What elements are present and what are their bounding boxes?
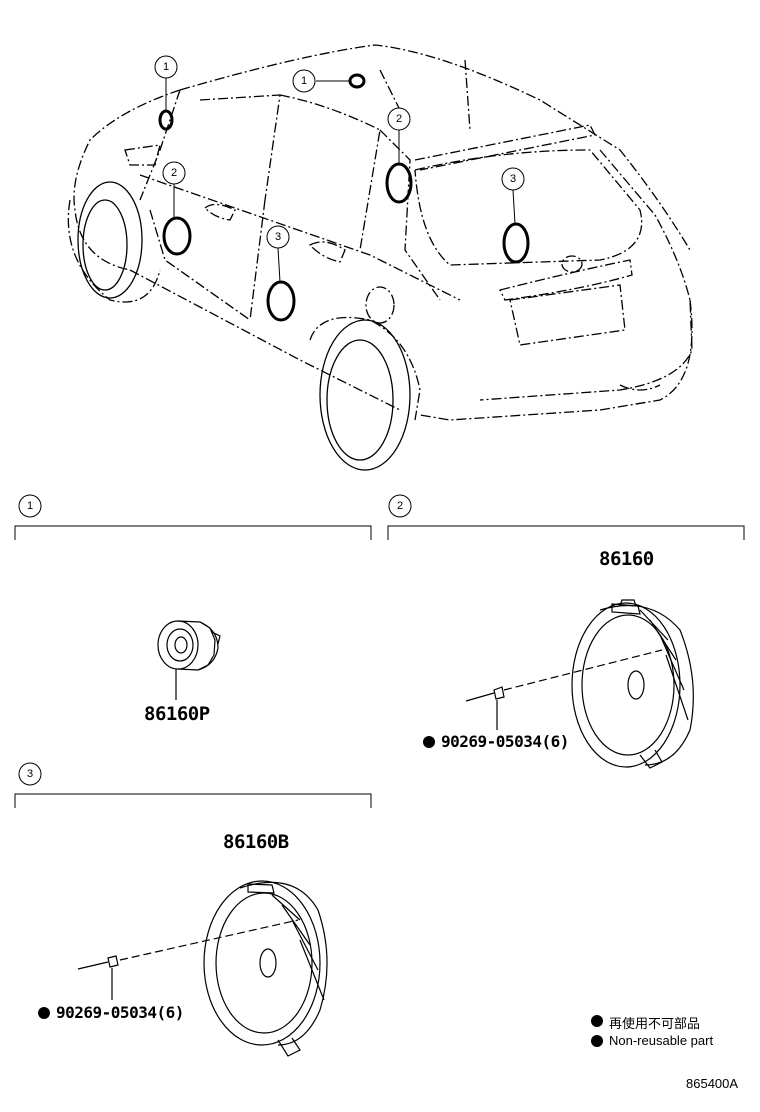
callout-3-hatch[interactable]: 3: [509, 173, 517, 185]
legend-japanese: 再使用不可部品: [609, 1016, 701, 1031]
callout-2-rear-door[interactable]: 2: [395, 113, 403, 125]
tweeter-drawing: [157, 620, 221, 700]
car-wheels: [77, 181, 411, 471]
section-2-number: 2: [396, 500, 404, 512]
non-reusable-marker: [423, 736, 435, 748]
fastener-label-section-2[interactable]: 90269-05034(6): [423, 732, 569, 751]
car-outline: [67, 44, 693, 421]
callout-3-rear-door[interactable]: 3: [274, 231, 282, 243]
callout-circles: [154, 55, 525, 249]
callout-leaders: [165, 78, 516, 283]
fastener-label-section-3[interactable]: 90269-05034(6): [38, 1003, 184, 1022]
part-86160b-label[interactable]: 86160B: [223, 831, 289, 853]
part-86160p-label[interactable]: 86160P: [144, 703, 210, 725]
drawing-code: 865400A: [686, 1076, 739, 1091]
section-3-number: 3: [26, 768, 34, 780]
callout-2-front-door[interactable]: 2: [170, 167, 178, 179]
legend-english: Non-reusable part: [609, 1033, 714, 1048]
legend-dots: [591, 1015, 603, 1047]
section-1-number: 1: [26, 500, 34, 512]
callout-1-roof[interactable]: 1: [300, 75, 308, 87]
non-reusable-marker: [38, 1007, 50, 1019]
part-86160-label[interactable]: 86160: [599, 548, 654, 570]
callout-1-top[interactable]: 1: [162, 61, 170, 73]
speaker-86160-drawing: [465, 599, 694, 769]
section-headers: [14, 494, 745, 808]
speaker-86160b-drawing: [77, 880, 328, 1057]
speaker-locations: [158, 73, 530, 322]
